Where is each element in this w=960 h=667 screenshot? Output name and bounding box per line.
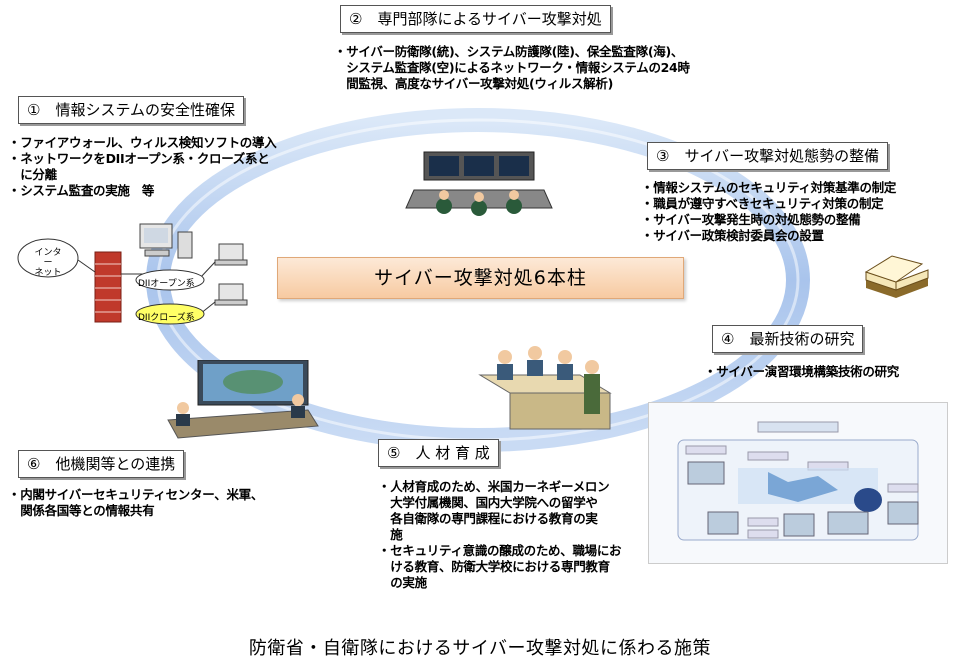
bullet: ける教育、防衛大学校における専門教育 [378,559,610,574]
pillar-6-title: ⑥ 他機関等との連携 [18,450,185,478]
pillar-2-title: ② 専門部隊によるサイバー攻撃対処 [340,5,611,33]
bullet: の実施 [378,575,427,590]
bullet: ・システム監査の実施 等 [8,183,155,198]
pillar-1-title: ① 情報システムの安全性確保 [18,96,244,124]
desktop-pc-icon [139,223,193,259]
dii-closed-oval [135,303,205,325]
pillar-1-bullets: ・ファイアウォール、ウィルス検知ソフトの導入 ・ネットワークをDIIオープン系・… [8,135,277,199]
cyber-exercise-diagram-image [648,402,948,564]
pillar-5-title: ⑤ 人 材 育 成 [378,439,499,467]
bullet: 大学付属機関、国内大学院への留学や [378,495,598,510]
bullet: ・ネットワークをDIIオープン系・クローズ系と [8,151,270,166]
training-illustration [478,346,612,430]
bullet: ・職員が遵守すべきセキュリティ対策の制定 [641,196,884,211]
pillar-4-title: ④ 最新技術の研究 [712,325,864,353]
bullet: ・セキュリティ意識の醸成のため、職場にお [378,543,622,558]
pillar-3-bullets: ・情報システムのセキュリティ対策基準の制定 ・職員が遵守すべきセキュリティ対策の… [641,180,896,244]
bullet: 各自衛隊の専門課程における教育の実 [378,511,598,526]
center-label: サイバー攻撃対処6本柱 [277,257,684,299]
bullet: システム監査隊(空)によるネットワーク・情報システムの24時 [334,60,690,75]
dii-open-label: DIIオープン系 [138,279,195,289]
laptop-icon [214,243,248,266]
dii-open-oval [135,269,205,291]
book-icon [864,255,929,298]
dii-closed-label: DIIクローズ系 [138,313,195,323]
operations-room-illustration [405,151,553,216]
network-illustration [17,223,248,325]
laptop-icon [214,283,248,306]
bullet: ・情報システムのセキュリティ対策基準の制定 [641,180,897,195]
pillar-2-bullets: ・サイバー防衛隊(統)、システム防護隊(陸)、保全監査隊(海)、 システム監査隊… [334,44,690,92]
bullet: ・サイバー攻撃発生時の対処態勢の整備 [641,212,861,227]
internet-oval [17,238,79,278]
bullet: ・内閣サイバーセキュリティセンター、米軍、 [8,487,264,502]
bullet: ・サイバー防衛隊(統)、システム防護隊(陸)、保全監査隊(海)、 [334,44,684,59]
pillar-5-bullets: ・人材育成のため、米国カーネギーメロン 大学付属機関、国内大学院への留学や 各自… [378,479,622,591]
firewall-icon [94,251,122,323]
bullet: ・サイバー政策検討委員会の設置 [641,228,824,243]
bullet: ・ファイアウォール、ウィルス検知ソフトの導入 [8,135,277,150]
pillar-4-bullets: ・サイバー演習環境構築技術の研究 [704,364,899,380]
bullet: ・人材育成のため、米国カーネギーメロン [378,479,610,494]
internet-label: インター ネット [34,248,62,278]
bullet: 関係各国等との情報共有 [8,503,155,518]
bullet: ・サイバー演習環境構築技術の研究 [704,364,899,379]
footer-caption: 防衛省・自衛隊におけるサイバー攻撃対処に係わる施策 [248,638,712,659]
bullet: 施 [378,527,403,542]
pillar-3-title: ③ サイバー攻撃対処態勢の整備 [647,142,889,170]
pillar-6-bullets: ・内閣サイバーセキュリティセンター、米軍、 関係各国等との情報共有 [8,487,263,519]
bullet: に分離 [8,167,57,182]
video-conference-illustration [167,360,319,439]
bullet: 間監視、高度なサイバー攻撃対処(ウィルス解析) [334,76,613,91]
